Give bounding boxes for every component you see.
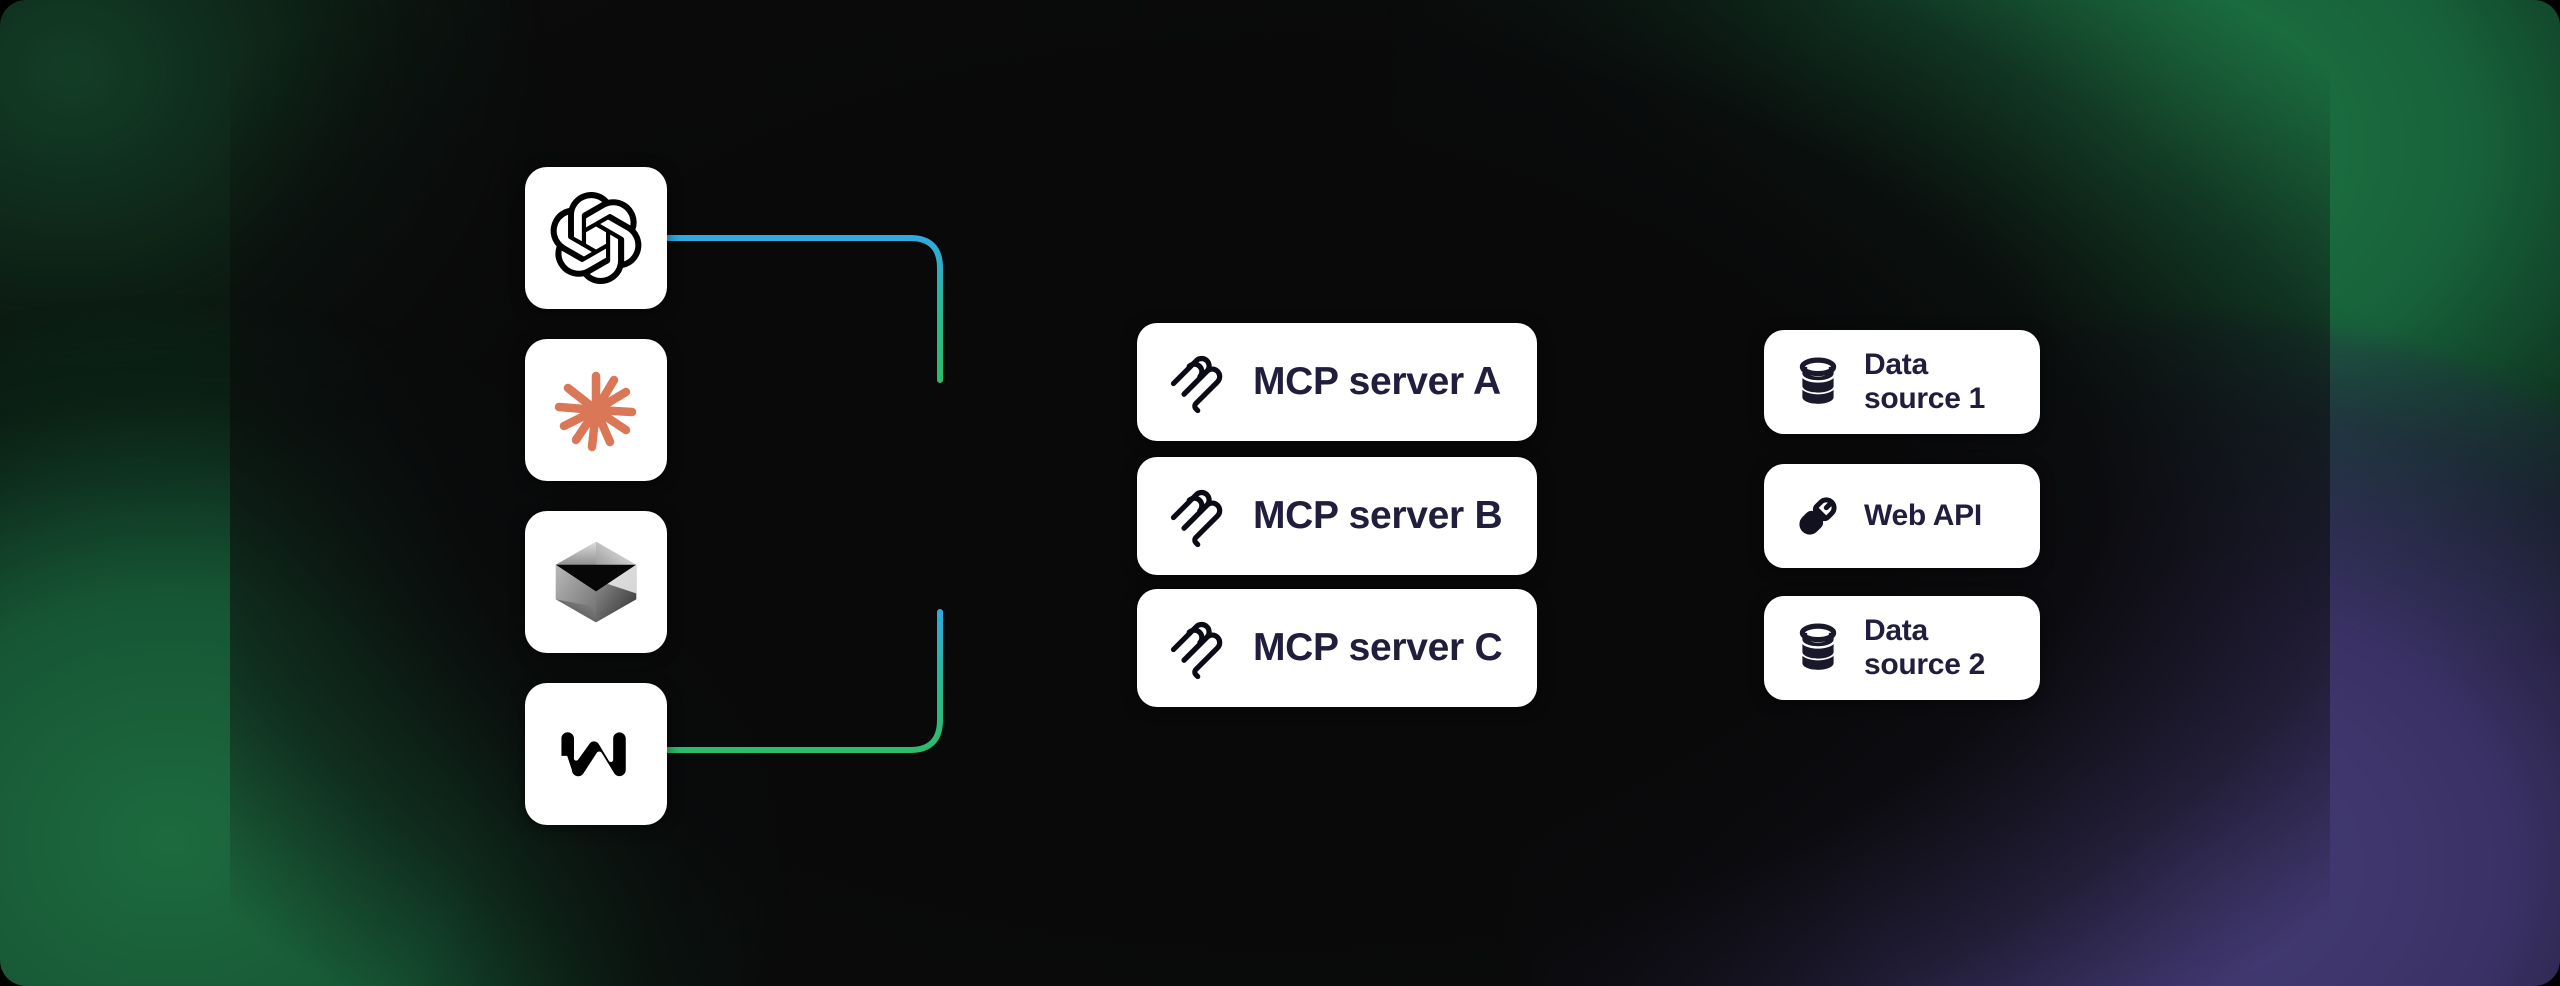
windsurf-w-icon [548,706,644,802]
cursor-cube-icon [548,534,644,630]
mcp-server-a-label: MCP server A [1253,360,1501,404]
data-source-1-label: Data source 1 [1864,348,1985,415]
web-api-node[interactable]: Web API [1764,464,2040,568]
mcp-server-c-label: MCP server C [1253,626,1503,670]
data-source-2-label: Data source 2 [1864,614,1985,681]
data-source-2-node[interactable]: Data source 2 [1764,596,2040,700]
mcp-server-b-label: MCP server B [1253,494,1503,538]
client-node-claude[interactable] [525,339,667,481]
background-glow-top-left [0,0,520,470]
database-icon [1792,622,1844,674]
openai-logo-icon [550,192,642,284]
data-source-1-node[interactable]: Data source 1 [1764,330,2040,434]
web-api-label: Web API [1864,499,1982,533]
mcp-logo-icon [1167,485,1229,547]
mcp-logo-icon [1167,617,1229,679]
mcp-server-a-node[interactable]: MCP server A [1137,323,1537,441]
database-icon [1792,356,1844,408]
client-node-cursor[interactable] [525,511,667,653]
wire-client-openai [664,235,943,383]
mcp-server-c-node[interactable]: MCP server C [1137,589,1537,707]
mcp-server-b-node[interactable]: MCP server B [1137,457,1537,575]
claude-starburst-icon [546,360,646,460]
wire-client-windsurf [664,609,943,753]
plug-connector-icon [1792,490,1844,542]
client-node-windsurf[interactable] [525,683,667,825]
client-node-openai[interactable] [525,167,667,309]
mcp-logo-icon [1167,351,1229,413]
